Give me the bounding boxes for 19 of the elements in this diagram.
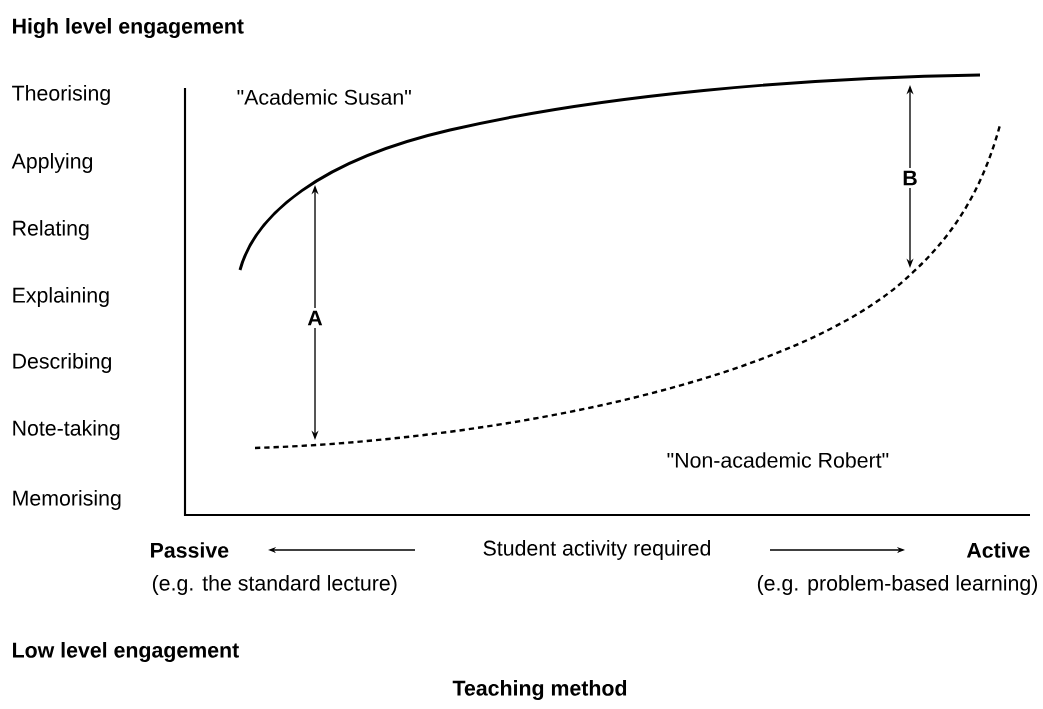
level-label: Describing xyxy=(13,353,111,373)
level-label: Note-taking xyxy=(13,420,120,440)
axis-end-label: Passive xyxy=(151,542,229,558)
gap-label: B xyxy=(899,168,921,188)
level-label: Relating xyxy=(13,220,89,240)
curve-label: "Non-academic Robert" xyxy=(667,452,889,468)
axis-label: Student activity required xyxy=(483,540,711,560)
level-label: Memorising xyxy=(13,490,121,510)
axis-note: (e.g. the standard lecture) xyxy=(152,575,397,595)
axis-end-label: Low level engagement xyxy=(13,642,239,662)
axis-end-label: High level engagement xyxy=(13,18,244,38)
caption: Teaching method xyxy=(452,680,627,700)
level-label: Theorising xyxy=(12,85,110,105)
level-label: Applying xyxy=(11,153,93,173)
gap-label: A xyxy=(304,308,326,328)
curve-label: "Academic Susan" xyxy=(237,89,411,105)
level-label: Explaining xyxy=(13,287,109,307)
axis-note: (e.g. problem-based learning) xyxy=(757,575,1037,595)
axis-end-label: Active xyxy=(966,542,1030,558)
